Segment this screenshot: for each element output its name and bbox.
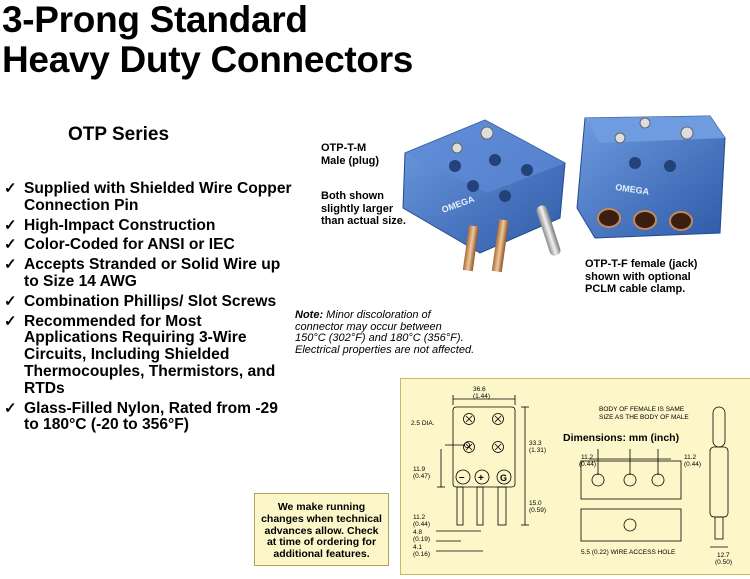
male-label: OTP-T-M Male (plug) — [321, 142, 380, 167]
dim-right-b: 11.2 — [684, 454, 697, 461]
series-heading: OTP Series — [68, 124, 170, 145]
dim-right-a: 11.2 — [581, 454, 594, 461]
list-item: ✓Supplied with Shielded Wire Copper Conn… — [4, 180, 292, 214]
dimension-drawing: 36.6 (1.44) 2.5 DIA. 33.3 (1.31) 11.9 (0… — [400, 378, 750, 575]
terminal-negative: – — [459, 472, 465, 483]
svg-text:(0.16): (0.16) — [413, 551, 430, 558]
dim-pin-a: 11.2 — [413, 514, 426, 521]
svg-text:SIZE AS THE BODY OF MALE: SIZE AS THE BODY OF MALE — [599, 414, 689, 421]
male-plug-image: OMEGA — [402, 119, 566, 273]
svg-text:(0.47): (0.47) — [413, 473, 430, 480]
svg-text:(0.44): (0.44) — [413, 521, 430, 528]
body-note: BODY OF FEMALE IS SAME — [599, 406, 685, 413]
dim-pin-b: 4.8 — [413, 529, 422, 536]
list-item: ✓Glass-Filled Nylon, Rated from -29 to 1… — [4, 399, 278, 434]
female-jack-image: OMEGA — [576, 115, 726, 239]
check-mark-icon: ✓ — [4, 399, 17, 417]
svg-text:(0.59): (0.59) — [529, 507, 546, 514]
svg-text:(1.31): (1.31) — [529, 447, 546, 454]
svg-text:(0.19): (0.19) — [413, 536, 430, 543]
svg-text:(0.50): (0.50) — [715, 559, 732, 566]
wire-access-hole: 5.5 (0.22) WIRE ACCESS HOLE — [581, 549, 676, 556]
check-mark-icon: ✓ — [4, 236, 17, 254]
check-mark-icon: ✓ — [4, 180, 17, 197]
dim-left: 11.9 — [413, 466, 426, 473]
connector-photo: OMEGA OMEGA — [402, 115, 726, 273]
dim-pin-c: 4.1 — [413, 544, 422, 551]
list-item: ✓Recommended for Most Applications Requi… — [4, 312, 276, 397]
list-item: ✓Accepts Stranded or Solid Wire up to Si… — [4, 256, 281, 290]
female-caption: OTP-T-F female (jack) shown with optiona… — [585, 258, 698, 295]
list-item: ✓Combination Phillips/ Slot Screws — [4, 292, 277, 310]
scale-note: Both shown slightly larger than actual s… — [321, 190, 406, 227]
dim-side: 12.7 — [717, 552, 730, 559]
check-mark-icon: ✓ — [4, 216, 17, 234]
dimensions-title: Dimensions: mm (inch) — [563, 432, 679, 444]
svg-text:(1.44): (1.44) — [473, 393, 490, 400]
svg-text:(0.44): (0.44) — [684, 461, 701, 468]
list-item: ✓High-Impact Construction — [4, 216, 216, 234]
page-title: 3-Prong Standard Heavy Duty Connectors — [2, 0, 414, 80]
svg-text:OMEGA: OMEGA — [615, 182, 651, 197]
check-mark-icon: ✓ — [4, 256, 17, 274]
check-mark-icon: ✓ — [4, 312, 17, 330]
running-changes-callout: We make running changes when technical a… — [254, 493, 389, 566]
discoloration-note: Note: Minor discoloration of connector m… — [295, 309, 475, 356]
dim-height: 33.3 — [529, 440, 542, 447]
terminal-ground: G — [500, 473, 507, 483]
feature-list: ✓Supplied with Shielded Wire Copper Conn… — [2, 180, 292, 437]
check-mark-icon: ✓ — [4, 292, 17, 310]
dim-hole: 2.5 DIA. — [411, 420, 435, 427]
dim-pin-length: 15.0 — [529, 500, 542, 507]
list-item: ✓Color-Coded for ANSI or IEC — [4, 236, 235, 254]
dim-width: 36.6 — [473, 386, 486, 393]
terminal-positive: + — [478, 473, 484, 484]
svg-text:(0.44): (0.44) — [579, 461, 596, 468]
